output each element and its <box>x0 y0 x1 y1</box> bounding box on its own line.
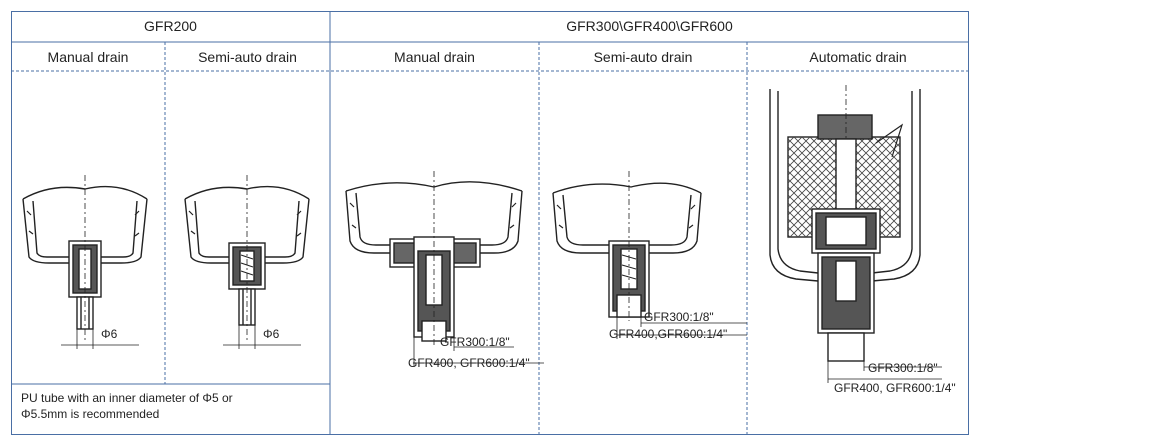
pu-tube-note-line1: PU tube with an inner diameter of Φ5 or <box>21 391 233 405</box>
pu-tube-note: PU tube with an inner diameter of Φ5 or … <box>21 390 321 422</box>
column-header-gfr300-manual: Manual drain <box>394 49 475 65</box>
column-header-gfr200-manual: Manual drain <box>47 49 129 65</box>
table-grid <box>11 11 969 435</box>
group-header-gfr200: GFR200 <box>144 18 197 34</box>
drain-options-table: GFR200 GFR300\GFR400\GFR600 Manual drain… <box>11 11 969 435</box>
gfr300-automatic-thread-a: GFR300:1/8" <box>868 361 938 375</box>
gfr300-automatic-drain-drawing <box>769 85 942 383</box>
gfr300-semi-auto-drain-drawing <box>552 171 747 339</box>
gfr200-manual-drain-drawing <box>22 175 148 349</box>
column-header-gfr300-automatic: Automatic drain <box>809 49 907 65</box>
gfr200-semi-auto-drain-drawing <box>184 175 310 349</box>
gfr300-manual-thread-b: GFR400, GFR600:1/4" <box>408 356 530 370</box>
pu-tube-note-line2: Φ5.5mm is recommended <box>21 407 160 421</box>
gfr300-semi-auto-thread-a: GFR300:1/8" <box>644 310 714 324</box>
gfr300-automatic-thread-b: GFR400, GFR600:1/4" <box>834 381 956 395</box>
column-header-gfr200-semi-auto: Semi-auto drain <box>198 49 297 65</box>
gfr200-manual-dim: Φ6 <box>101 327 118 341</box>
gfr200-semi-auto-dim: Φ6 <box>263 327 280 341</box>
gfr300-semi-auto-thread-b: GFR400,GFR600:1/4" <box>609 327 728 341</box>
gfr300-manual-thread-a: GFR300:1/8" <box>440 335 510 349</box>
gfr300-manual-drain-drawing <box>345 171 544 367</box>
group-header-gfr300-400-600: GFR300\GFR400\GFR600 <box>566 18 733 34</box>
column-header-gfr300-semi-auto: Semi-auto drain <box>593 49 693 65</box>
